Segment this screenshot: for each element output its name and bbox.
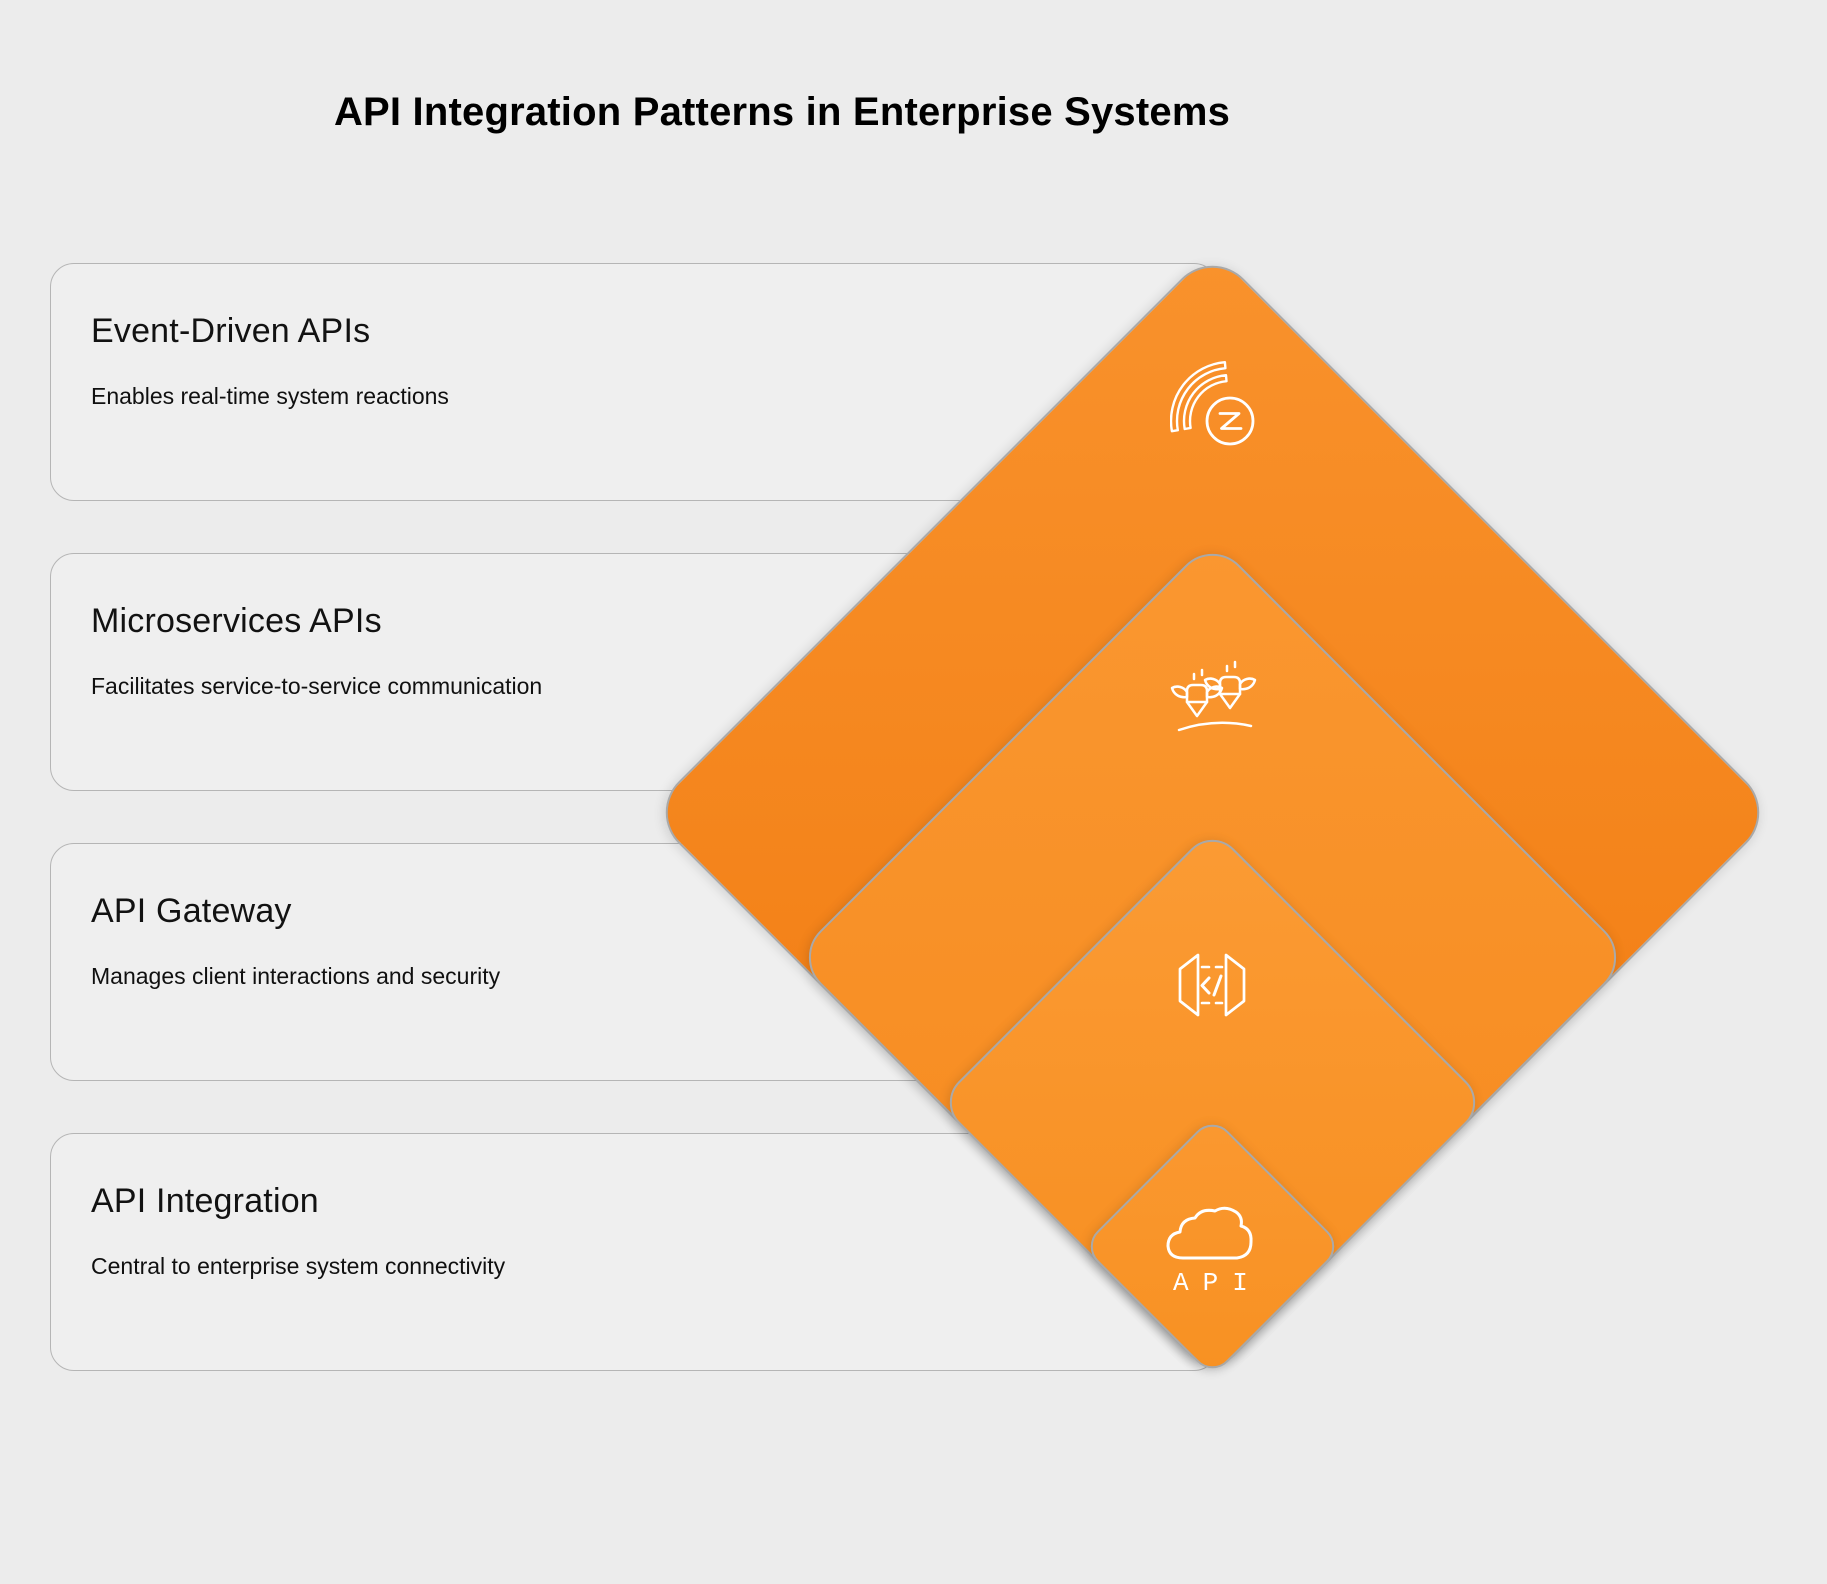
microservices-bees-icon	[1167, 650, 1263, 746]
card-title: Microservices APIs	[91, 602, 382, 640]
event-signal-z-icon	[1170, 358, 1266, 454]
card-description: Central to enterprise system connectivit…	[91, 1253, 506, 1279]
card-title: API Gateway	[91, 892, 292, 930]
api-text: API	[1173, 1268, 1260, 1298]
api-gateway-icon	[1164, 936, 1260, 1032]
card-title: Event-Driven APIs	[91, 312, 371, 350]
card-description: Enables real-time system reactions	[91, 383, 449, 409]
card-description: Manages client interactions and security	[91, 963, 501, 989]
cloud-api-icon: API	[1160, 1201, 1260, 1301]
card-event-driven-apis: Event-Driven APIs Enables real-time syst…	[50, 263, 1218, 501]
page-title: API Integration Patterns in Enterprise S…	[333, 90, 1231, 134]
card-description: Facilitates service-to-service communica…	[91, 673, 543, 699]
card-title: API Integration	[91, 1182, 319, 1220]
